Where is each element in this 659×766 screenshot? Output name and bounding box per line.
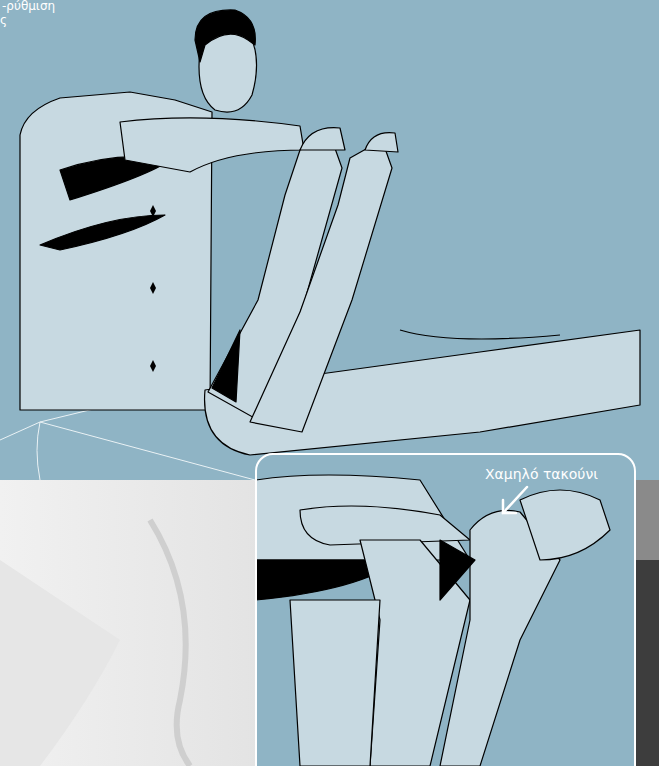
inset-detail — [256, 454, 635, 766]
leader-arrow — [503, 487, 527, 513]
inset-frame: Χαμηλό τακούνι — [255, 453, 636, 766]
patient — [205, 128, 640, 455]
caption-fragment: ς — [0, 13, 7, 27]
caption-fragment: -ρύθμιση — [2, 0, 55, 13]
callout-label: Χαμηλό τακούνι — [485, 466, 598, 483]
